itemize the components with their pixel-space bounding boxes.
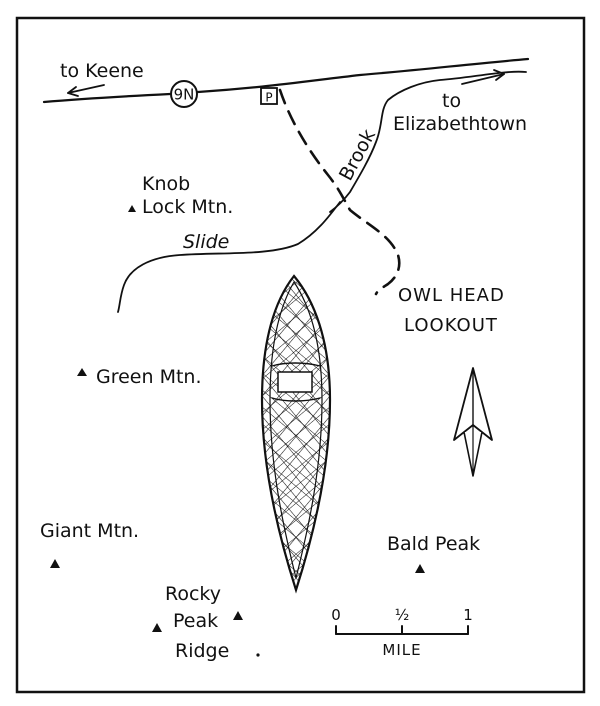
route-9n-shield: 9N (170, 80, 198, 108)
hiking-trail (278, 88, 401, 296)
road-9n-line (42, 57, 530, 104)
scale-label: MILE (382, 641, 421, 659)
to-elizabethtown-label-2: Elizabethtown (393, 113, 527, 135)
owl-head-label-2: LOOKOUT (404, 315, 498, 336)
snowshoe-icon (260, 274, 332, 594)
rocky-dot-icon (256, 653, 260, 657)
scale-tick-1: 1 (463, 606, 473, 624)
arrow-left-icon (67, 84, 105, 97)
to-keene-label: to Keene (60, 60, 144, 82)
rocky-peak-label-3: Ridge (175, 640, 229, 662)
peak-icon-giant (50, 559, 60, 568)
peak-icon-rocky-right (233, 611, 243, 620)
giant-mtn-label: Giant Mtn. (40, 520, 139, 542)
parking-icon: P (260, 87, 278, 105)
brook-stream (329, 70, 527, 213)
to-elizabethtown-label-1: to (442, 90, 461, 112)
scale-tick-half: ½ (395, 606, 410, 624)
north-arrow-icon (453, 367, 493, 477)
peak-icon-green (77, 368, 87, 376)
scale-tick-0: 0 (331, 606, 341, 624)
arrow-right-icon (461, 69, 505, 85)
rocky-peak-label-1: Rocky (165, 583, 221, 605)
scale-bar: 0 ½ 1 MILE (331, 606, 473, 659)
owl-head-label-1: OWL HEAD (398, 285, 505, 306)
parking-label: P (265, 91, 272, 105)
peak-icon-rocky-left (152, 623, 162, 632)
knob-lock-label-1: Knob (142, 173, 190, 195)
peak-icon-knob-lock (128, 205, 136, 212)
slide-label: Slide (183, 231, 229, 253)
map-border (15, 16, 586, 694)
brook-label: Brook (335, 126, 380, 185)
rocky-peak-label-2: Peak (173, 610, 218, 632)
peak-icon-bald (415, 564, 425, 573)
green-mtn-label: Green Mtn. (96, 366, 202, 388)
slide-stream (117, 201, 341, 313)
knob-lock-label-2: Lock Mtn. (142, 196, 233, 218)
bald-peak-label: Bald Peak (387, 533, 480, 555)
route-9n-label: 9N (174, 86, 195, 104)
